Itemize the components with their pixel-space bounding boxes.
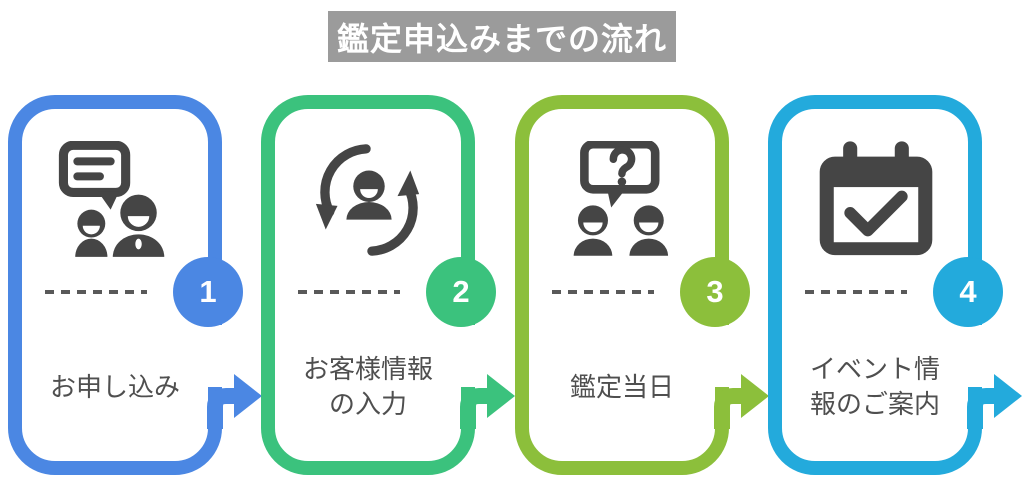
step-label: 鑑定当日 bbox=[569, 371, 674, 402]
border-gap bbox=[960, 325, 994, 387]
arrow-stem bbox=[967, 388, 998, 429]
people-chat-icon bbox=[55, 140, 177, 259]
arrow-stem bbox=[714, 388, 745, 429]
step-badge-circle bbox=[680, 257, 750, 327]
step-number-badge: 4 bbox=[959, 274, 977, 309]
flow-arrow-icon bbox=[994, 374, 1022, 418]
step-badge-circle bbox=[426, 257, 496, 327]
border-gap bbox=[453, 325, 487, 387]
step-label: お申し込み bbox=[49, 371, 180, 402]
step-card-3: 3 鑑定当日 bbox=[515, 95, 775, 489]
step-number-badge: 2 bbox=[452, 274, 470, 309]
step-label: お客様情報 の入力 bbox=[302, 354, 433, 419]
step-badge-circle bbox=[933, 257, 1003, 327]
card-frame-graphic bbox=[8, 95, 262, 475]
border-gap bbox=[200, 325, 234, 387]
step-card-4: 4 イベント情 報のご案内 bbox=[768, 95, 1024, 489]
person-sync-icon bbox=[308, 141, 430, 259]
question-discussion-icon bbox=[562, 139, 684, 259]
calendar-check-icon bbox=[815, 141, 937, 259]
step-number-badge: 1 bbox=[199, 274, 217, 309]
flow-arrow-icon bbox=[741, 374, 769, 418]
card-frame-graphic bbox=[515, 95, 769, 475]
diagram-title: 鑑定申込みまでの流れ bbox=[328, 11, 676, 62]
step-card-2: 2 お客様情報 の入力 bbox=[261, 95, 521, 489]
flow-arrow-icon bbox=[234, 374, 262, 418]
arrow-stem bbox=[460, 388, 491, 429]
step-number-badge: 3 bbox=[706, 274, 724, 309]
card-frame-graphic bbox=[261, 95, 515, 475]
step-label: イベント情 報のご案内 bbox=[809, 354, 940, 419]
step-card-1: 1 お申し込み bbox=[8, 95, 268, 489]
border-gap bbox=[707, 325, 741, 387]
step-badge-circle bbox=[173, 257, 243, 327]
flow-arrow-icon bbox=[487, 374, 515, 418]
card-frame-graphic bbox=[768, 95, 1022, 475]
arrow-stem bbox=[207, 388, 238, 429]
